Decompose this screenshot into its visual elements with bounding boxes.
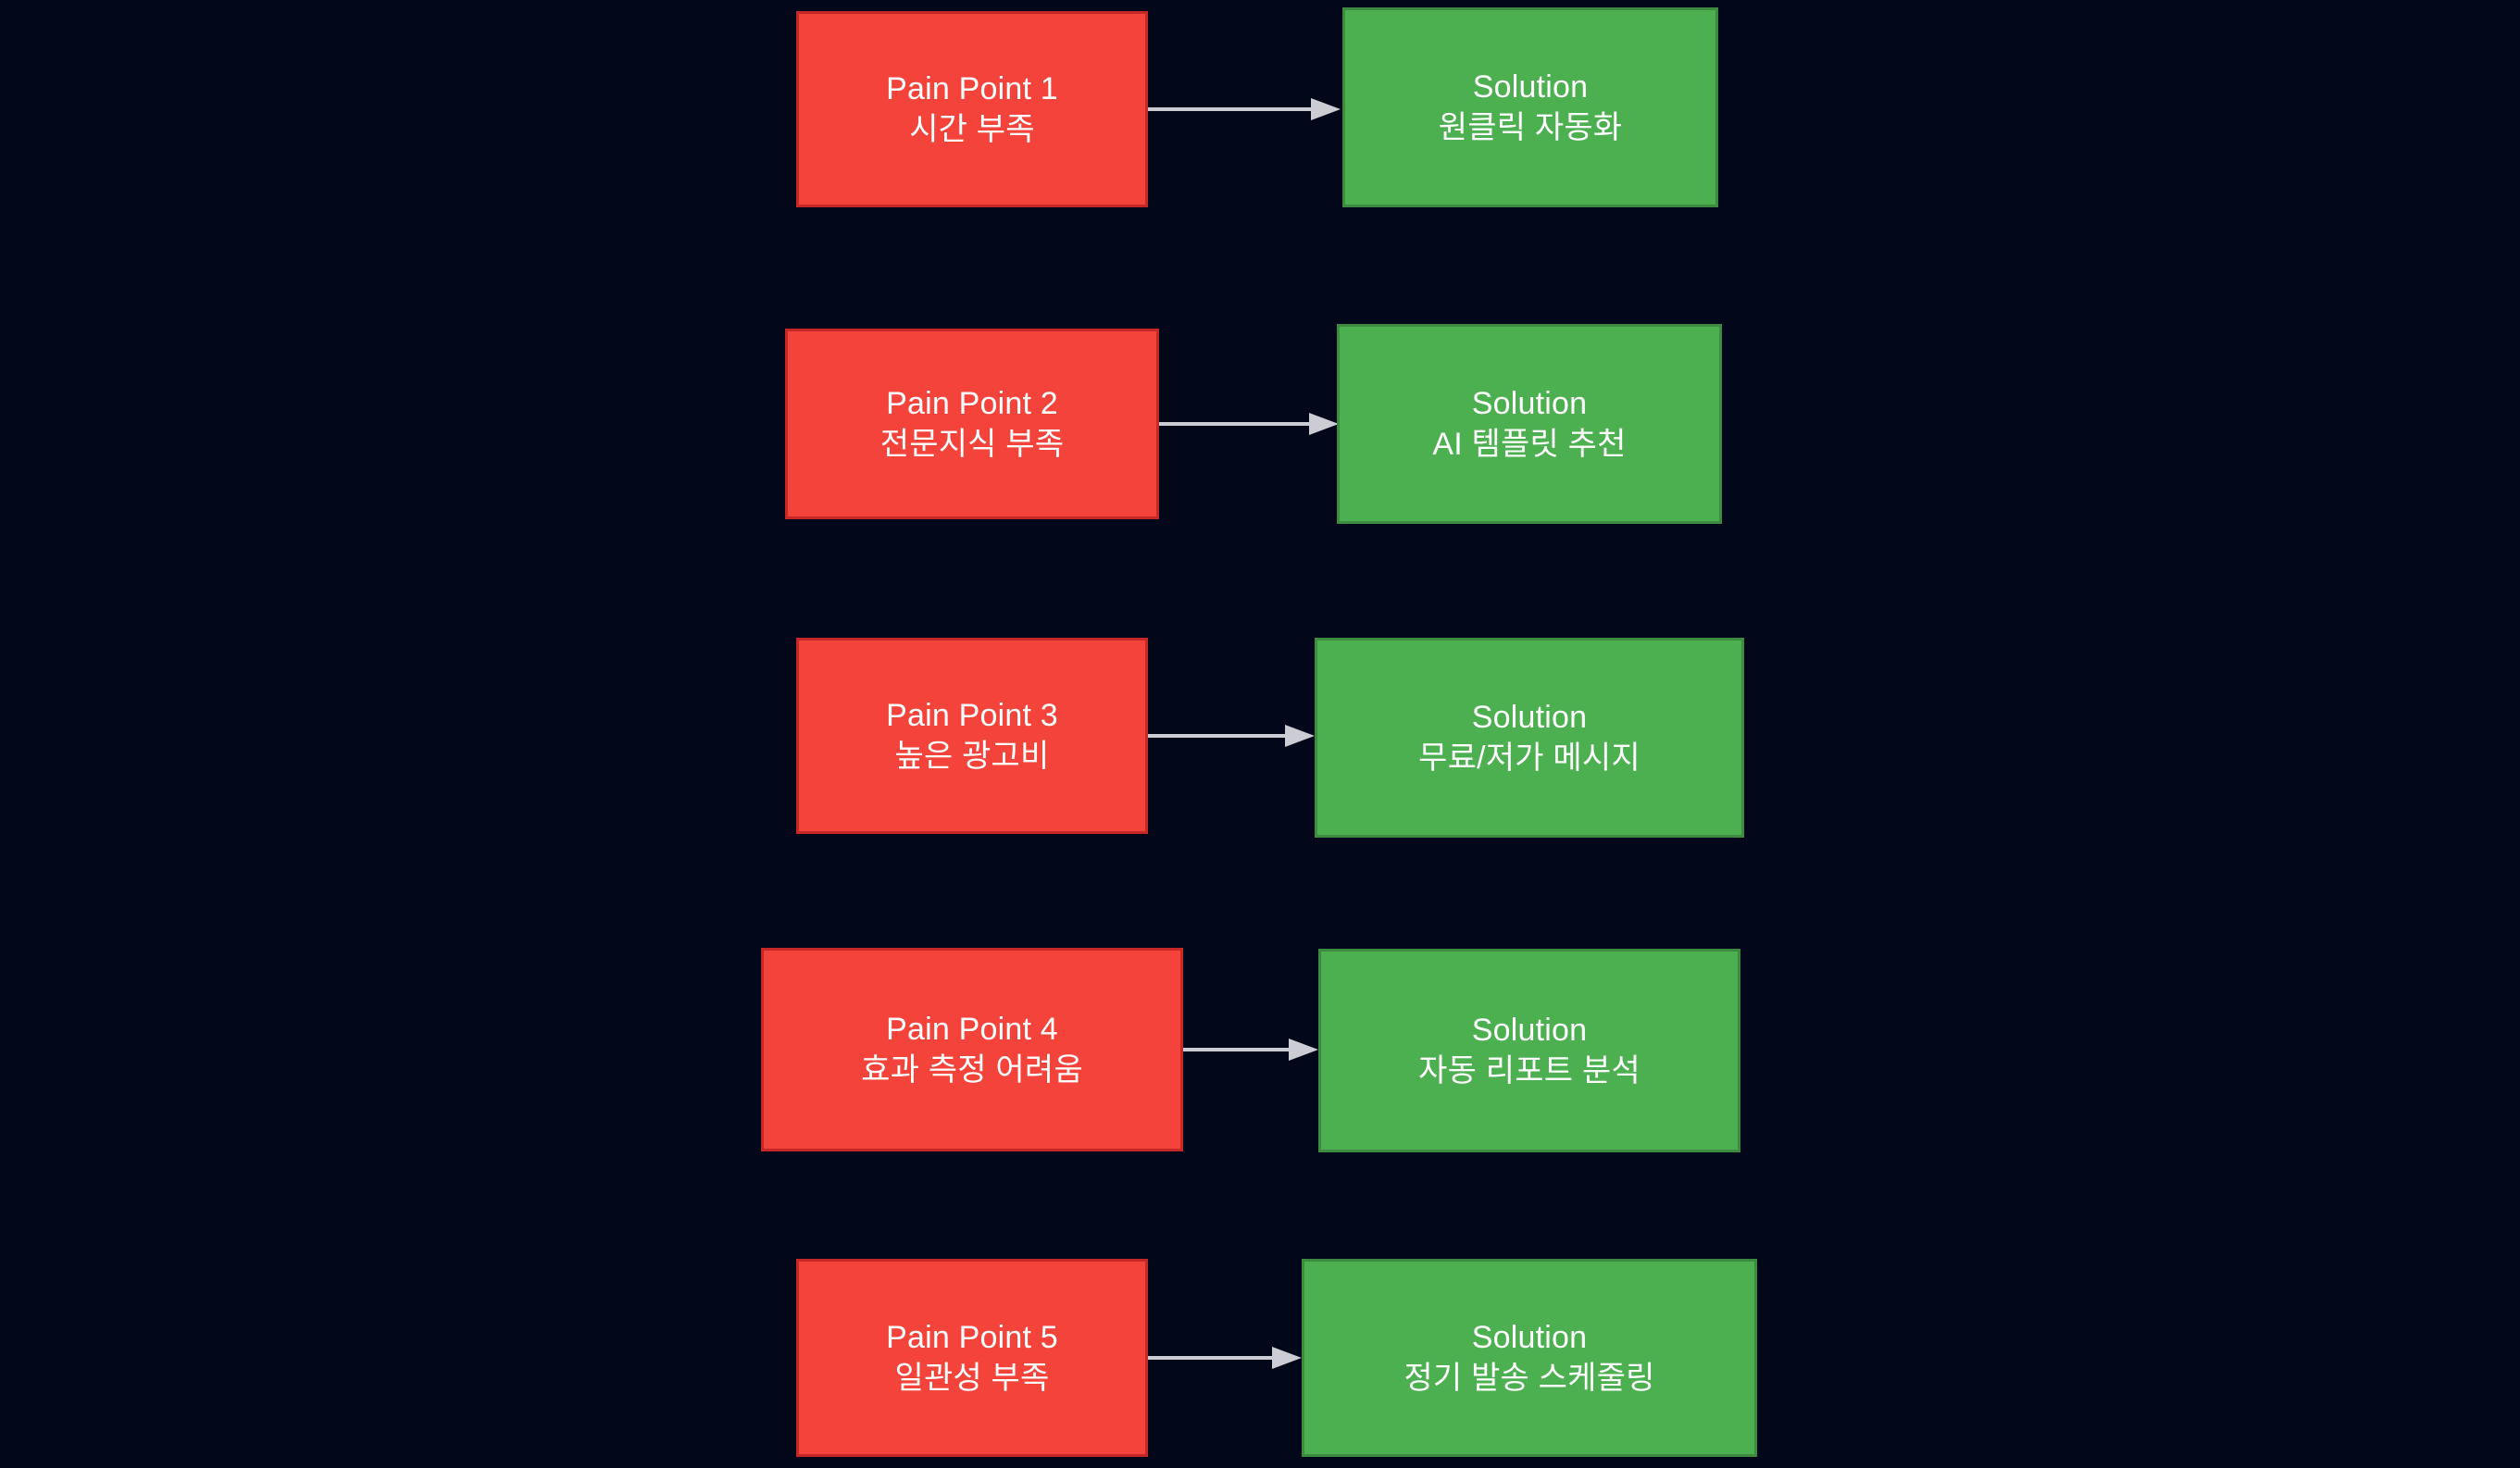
pain-point-node-1[interactable]: Pain Point 1 시간 부족 [796, 11, 1148, 207]
solution-title-4: Solution [1471, 1012, 1588, 1048]
solution-title-3: Solution [1471, 699, 1588, 735]
pain-point-detail-5: 일관성 부족 [894, 1361, 1050, 1396]
arrow-connector-5 [1148, 1339, 1304, 1376]
pain-point-node-5[interactable]: Pain Point 5 일관성 부족 [796, 1259, 1148, 1457]
solution-node-2[interactable]: Solution AI 템플릿 추천 [1337, 324, 1722, 524]
pain-point-title-5: Pain Point 5 [886, 1319, 1058, 1355]
pain-point-detail-1: 시간 부족 [909, 112, 1035, 147]
solution-detail-3: 무료/저가 메시지 [1418, 740, 1640, 776]
pain-point-node-2[interactable]: Pain Point 2 전문지식 부족 [785, 329, 1159, 519]
solution-title-5: Solution [1471, 1319, 1588, 1355]
pain-point-detail-3: 높은 광고비 [894, 739, 1050, 774]
diagram-row-5: Pain Point 5 일관성 부족 Solution 정기 발송 스케줄링 [0, 1251, 2520, 1468]
arrow-connector-2 [1159, 405, 1341, 442]
solution-title-1: Solution [1472, 68, 1589, 105]
diagram-row-4: Pain Point 4 효과 측정 어려움 Solution 자동 리포트 분… [0, 940, 2520, 1163]
solution-detail-4: 자동 리포트 분석 [1418, 1053, 1640, 1089]
pain-point-node-3[interactable]: Pain Point 3 높은 광고비 [796, 638, 1148, 834]
pain-point-node-4[interactable]: Pain Point 4 효과 측정 어려움 [761, 948, 1183, 1151]
solution-detail-1: 원클릭 자동화 [1438, 110, 1623, 145]
pain-point-detail-2: 전문지식 부족 [880, 427, 1065, 462]
arrow-connector-1 [1148, 91, 1342, 128]
solution-detail-5: 정기 발송 스케줄링 [1403, 1361, 1655, 1396]
pain-point-title-3: Pain Point 3 [886, 697, 1058, 733]
arrow-connector-4 [1183, 1031, 1320, 1068]
pain-point-title-1: Pain Point 1 [886, 70, 1058, 106]
solution-node-5[interactable]: Solution 정기 발송 스케줄링 [1302, 1259, 1757, 1457]
diagram-row-3: Pain Point 3 높은 광고비 Solution 무료/저가 메시지 [0, 629, 2520, 852]
arrow-connector-3 [1148, 717, 1316, 754]
diagram-row-2: Pain Point 2 전문지식 부족 Solution AI 템플릿 추천 [0, 315, 2520, 537]
pain-point-detail-4: 효과 측정 어려움 [861, 1052, 1083, 1088]
solution-node-4[interactable]: Solution 자동 리포트 분석 [1318, 949, 1740, 1152]
pain-point-title-4: Pain Point 4 [886, 1011, 1058, 1047]
solution-node-3[interactable]: Solution 무료/저가 메시지 [1315, 638, 1744, 838]
solution-title-2: Solution [1471, 385, 1588, 421]
diagram-row-1: Pain Point 1 시간 부족 Solution 원클릭 자동화 [0, 0, 2520, 215]
solution-node-1[interactable]: Solution 원클릭 자동화 [1342, 7, 1718, 207]
solution-detail-2: AI 템플릿 추천 [1432, 427, 1627, 462]
pain-point-title-2: Pain Point 2 [886, 385, 1058, 421]
